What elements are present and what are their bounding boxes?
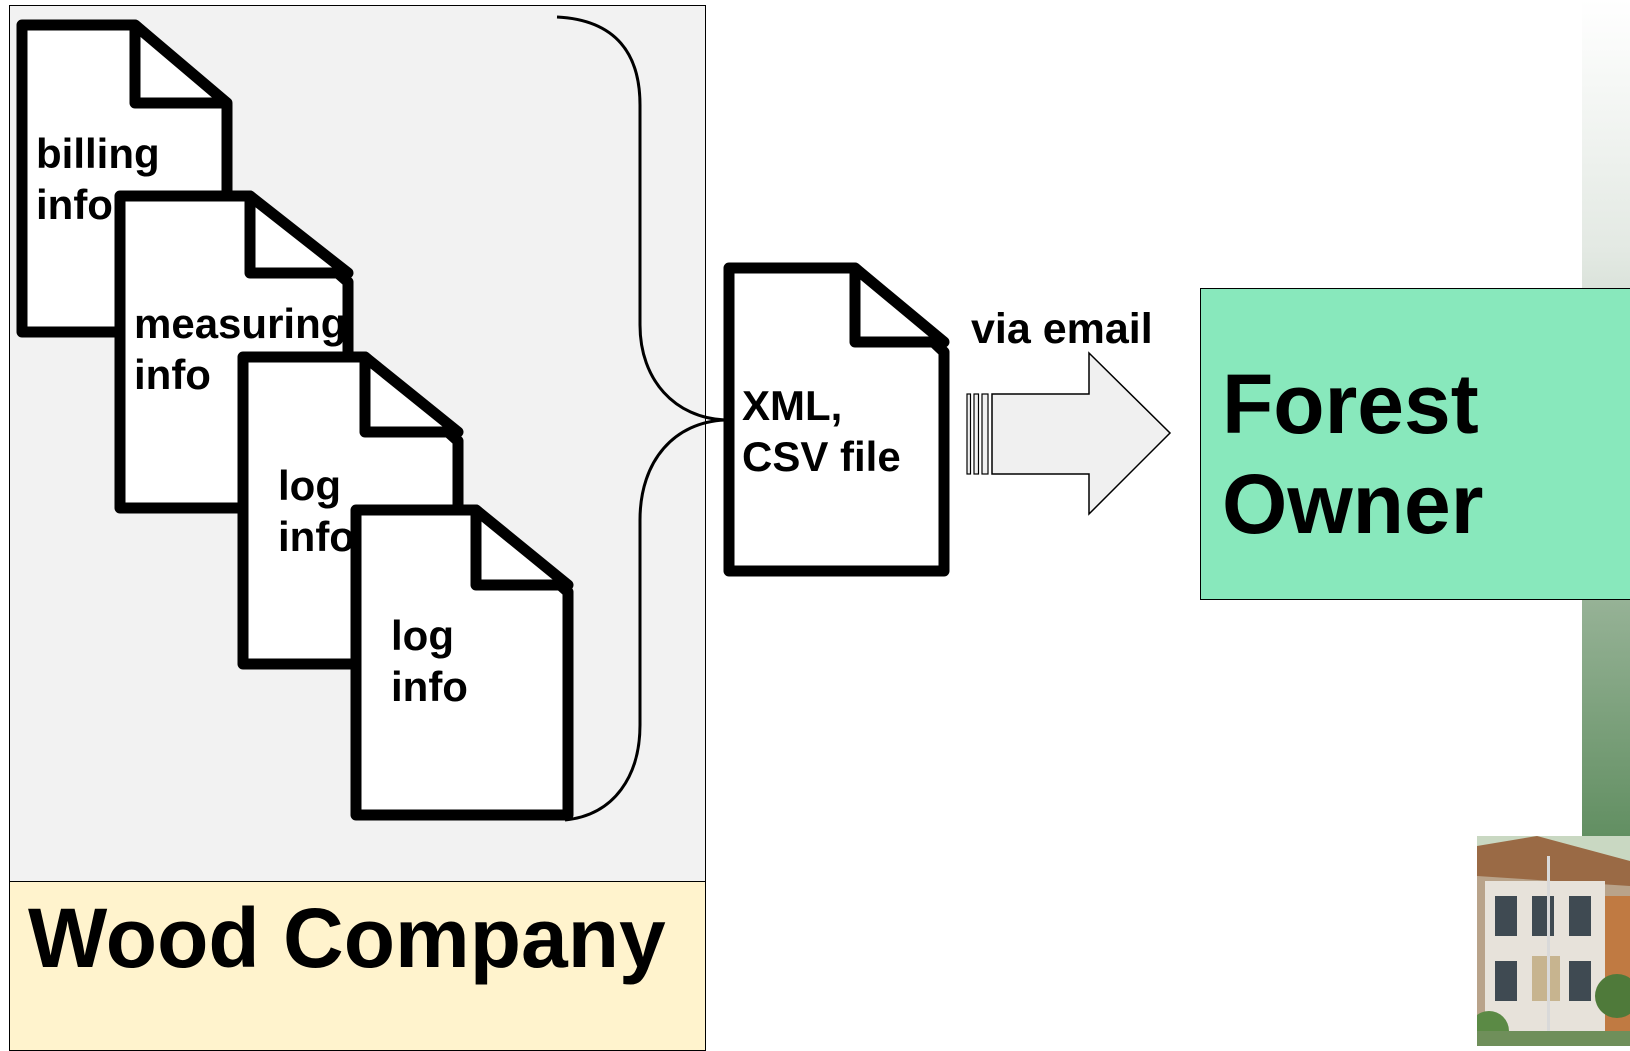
wood-company-label-box	[9, 881, 706, 1051]
forest-owner-line2: Owner	[1222, 457, 1484, 551]
document-label-line: info	[278, 513, 355, 560]
export-file-label: XML, CSV file	[742, 380, 901, 482]
export-file-label-line: CSV file	[742, 433, 901, 480]
grouping-brace	[556, 15, 726, 822]
building-photo	[1477, 836, 1630, 1046]
document-label-log-1: log info	[278, 460, 355, 562]
wood-company-label: Wood Company	[28, 891, 666, 985]
document-label-line: log	[391, 612, 454, 659]
transfer-arrow	[966, 351, 1172, 516]
document-label-log-2: log info	[391, 610, 468, 712]
forest-owner-label: Forest Owner	[1222, 354, 1483, 554]
document-label-line: billing	[36, 130, 160, 177]
transfer-label: via email	[971, 305, 1153, 353]
document-label-line: info	[391, 663, 468, 710]
document-label-line: info	[134, 351, 211, 398]
document-icon-log-2	[350, 504, 574, 821]
forest-owner-box	[1200, 288, 1630, 600]
document-label-billing: billing info	[36, 128, 160, 230]
document-icon-export-file	[723, 262, 950, 577]
export-file-label-line: XML,	[742, 382, 843, 429]
document-label-line: info	[36, 181, 113, 228]
document-label-line: measuring	[134, 300, 347, 347]
document-label-measuring: measuring info	[134, 298, 346, 400]
forest-owner-line1: Forest	[1222, 357, 1479, 451]
document-label-line: log	[278, 462, 341, 509]
